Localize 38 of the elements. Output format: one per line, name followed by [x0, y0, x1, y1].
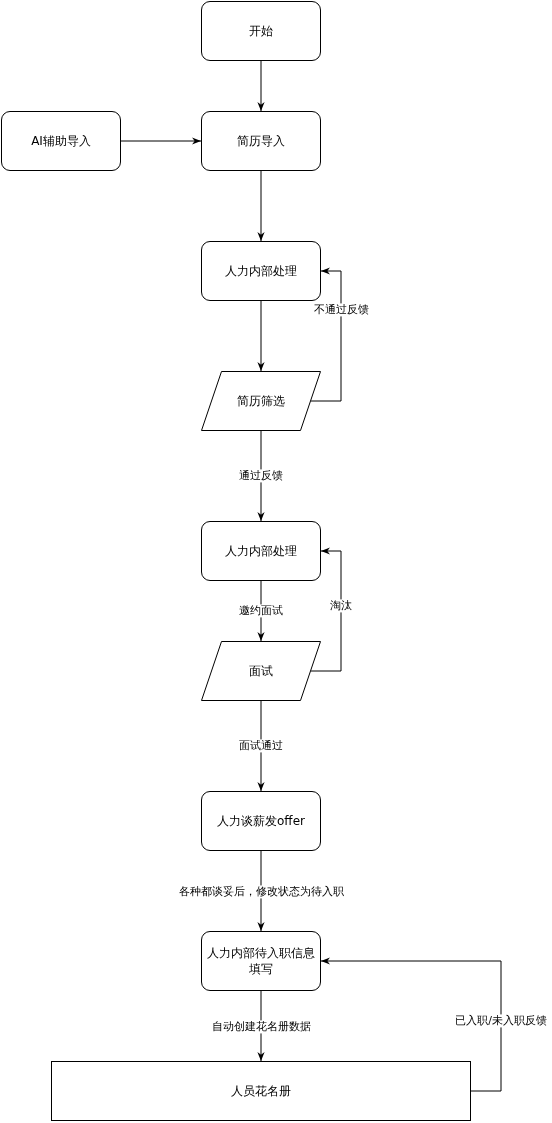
- node-label: 面试: [249, 662, 273, 680]
- node-label: 人员花名册: [231, 1082, 291, 1100]
- process-box: [201, 111, 321, 171]
- node-label: 开始: [249, 22, 273, 40]
- arrow: [257, 700, 265, 792]
- process-box: [201, 521, 321, 581]
- rectangle-box: [51, 1061, 471, 1121]
- arrow: [257, 300, 265, 372]
- edge-label: 邀约面试: [238, 604, 284, 618]
- node-label: 简历导入: [237, 132, 285, 150]
- arrow: [257, 430, 265, 522]
- process-box: [1, 111, 121, 171]
- node-label: 人力内部处理: [225, 262, 297, 280]
- node-label: 人力内部处理: [225, 542, 297, 560]
- arrow: [120, 137, 202, 145]
- process-box: [201, 931, 321, 991]
- process-box: [201, 241, 321, 301]
- arrow: [310, 267, 342, 402]
- edge-label: 不通过反馈: [312, 303, 370, 317]
- edge-label: 面试通过: [238, 739, 284, 753]
- process-box: [201, 791, 321, 851]
- process-box: [201, 1, 321, 61]
- edge-label: 淘汰: [329, 599, 353, 613]
- data-parallelogram: [201, 371, 321, 431]
- node-label: 人力内部待入职信息填写: [206, 944, 316, 978]
- node-label: 人力谈薪发offer: [217, 812, 305, 830]
- arrow: [257, 850, 265, 932]
- edge-label: 各种都谈妥后，修改状态为待入职: [177, 885, 345, 899]
- arrow: [320, 957, 502, 1092]
- node-label: AI辅助导入: [31, 132, 91, 150]
- edge-label: 已入职/未入职反馈: [454, 1014, 548, 1028]
- edge-label: 自动创建花名册数据: [210, 1020, 312, 1034]
- node-label: 简历筛选: [237, 392, 285, 410]
- arrow: [257, 170, 265, 242]
- arrow: [257, 60, 265, 112]
- edge-label: 通过反馈: [238, 469, 284, 483]
- data-parallelogram: [201, 641, 321, 701]
- arrow: [310, 547, 342, 672]
